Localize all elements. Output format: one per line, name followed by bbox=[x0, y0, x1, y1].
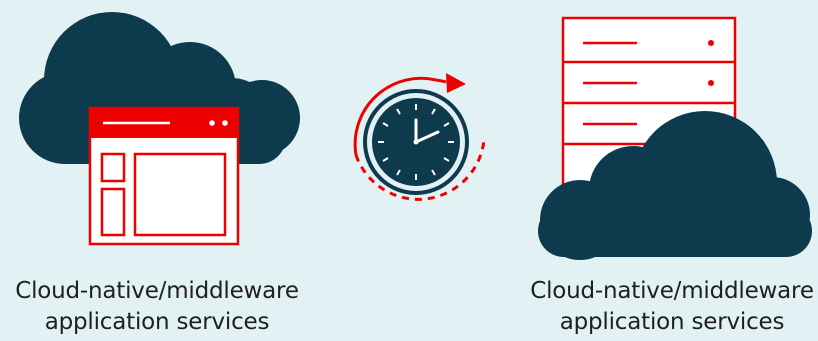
window-content-panel bbox=[133, 152, 227, 237]
server-led-icon bbox=[708, 80, 714, 86]
arrowhead-icon bbox=[446, 73, 466, 93]
clock-hour-hand bbox=[414, 130, 440, 144]
circular-arrow-icon bbox=[353, 73, 486, 201]
window-dot-icon bbox=[209, 120, 215, 126]
right-cloud-icon bbox=[538, 111, 812, 260]
application-window-icon bbox=[88, 106, 240, 246]
clock-tick-marks bbox=[378, 104, 454, 180]
clock-icon bbox=[363, 89, 469, 195]
window-sidebar-block bbox=[100, 152, 126, 183]
server-led-icon bbox=[708, 40, 714, 46]
right-caption: Cloud-native/middleware application serv… bbox=[512, 276, 818, 338]
left-caption: Cloud-native/middleware application serv… bbox=[0, 276, 314, 338]
window-dot-icon bbox=[222, 120, 228, 126]
left-caption-line1: Cloud-native/middleware bbox=[15, 278, 299, 304]
right-caption-line1: Cloud-native/middleware bbox=[530, 278, 814, 304]
right-caption-line2: application services bbox=[559, 309, 785, 335]
left-caption-line2: application services bbox=[44, 309, 270, 335]
window-sidebar-block bbox=[100, 187, 126, 237]
